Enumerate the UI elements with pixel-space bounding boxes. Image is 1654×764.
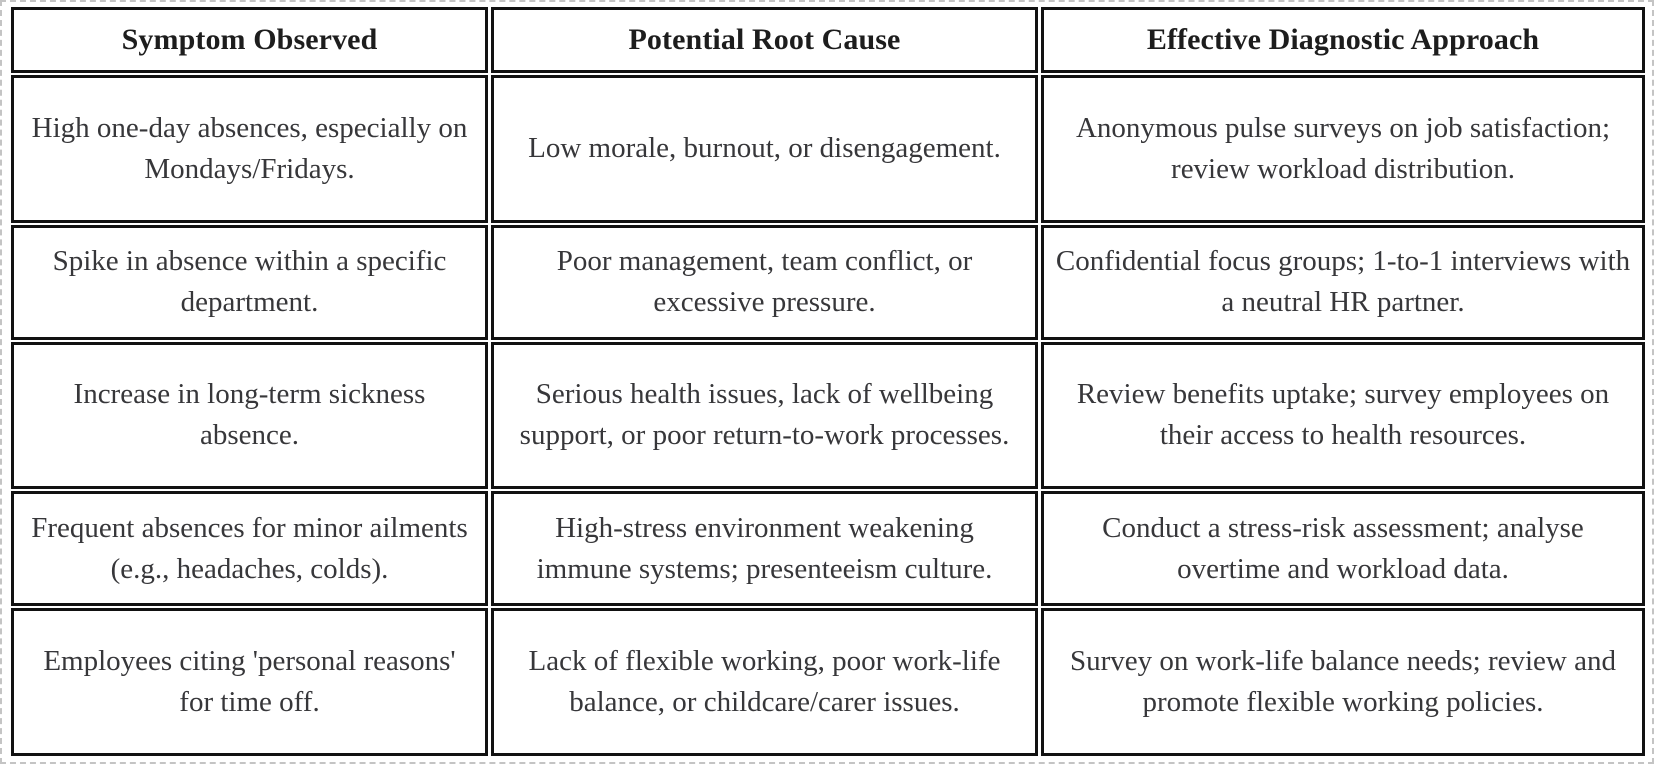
table-header: Symptom Observed Potential Root Cause Ef… <box>11 7 1645 73</box>
cell-cause: Lack of flexible working, poor work-life… <box>491 608 1038 756</box>
cell-cause: Poor management, team conflict, or exces… <box>491 224 1038 340</box>
cell-approach: Confidential focus groups; 1-to-1 interv… <box>1041 224 1645 340</box>
cell-approach: Conduct a stress-risk assessment; analys… <box>1041 491 1645 607</box>
table-header-row: Symptom Observed Potential Root Cause Ef… <box>11 7 1645 73</box>
column-header-approach: Effective Diagnostic Approach <box>1041 7 1645 73</box>
table-row: Frequent absences for minor ailments (e.… <box>11 491 1645 607</box>
cell-approach: Anonymous pulse surveys on job satisfact… <box>1041 75 1645 223</box>
cell-cause: Low morale, burnout, or disengagement. <box>491 75 1038 223</box>
cell-approach: Review benefits uptake; survey employees… <box>1041 341 1645 490</box>
table-row: Spike in absence within a specific depar… <box>11 224 1645 340</box>
table-row: Employees citing 'personal reasons' for … <box>11 608 1645 756</box>
cell-symptom: Frequent absences for minor ailments (e.… <box>11 491 488 607</box>
table-body: High one-day absences, especially on Mon… <box>11 75 1645 756</box>
column-header-symptom: Symptom Observed <box>11 7 488 73</box>
cell-approach: Survey on work-life balance needs; revie… <box>1041 608 1645 756</box>
cell-symptom: Increase in long-term sickness absence. <box>11 341 488 490</box>
cell-symptom: Employees citing 'personal reasons' for … <box>11 608 488 756</box>
cell-symptom: Spike in absence within a specific depar… <box>11 224 488 340</box>
column-header-cause: Potential Root Cause <box>491 7 1038 73</box>
table-row: High one-day absences, especially on Mon… <box>11 75 1645 223</box>
cell-symptom: High one-day absences, especially on Mon… <box>11 75 488 223</box>
table-row: Increase in long-term sickness absence. … <box>11 341 1645 490</box>
cell-cause: Serious health issues, lack of wellbeing… <box>491 341 1038 490</box>
cell-cause: High-stress environment weakening immune… <box>491 491 1038 607</box>
diagnostic-table: Symptom Observed Potential Root Cause Ef… <box>8 5 1648 758</box>
